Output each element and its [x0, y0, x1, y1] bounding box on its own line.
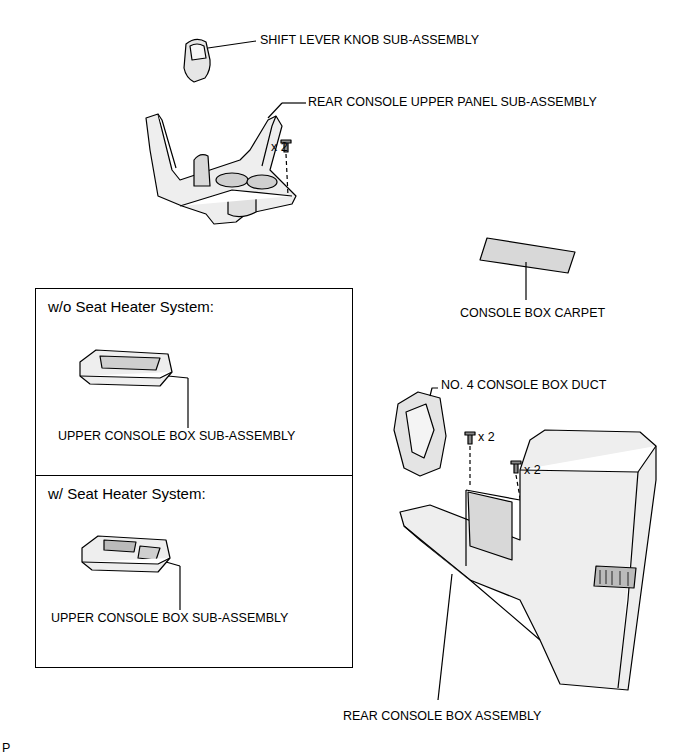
leader-line	[208, 41, 256, 48]
leader-line	[166, 562, 180, 566]
upper-panel	[146, 114, 296, 224]
console-box-carpet	[480, 238, 575, 273]
option-panel: w/o Seat Heater System: UPPER CONSOLE BOX…	[35, 288, 353, 476]
part-label: NO. 4 CONSOLE BOX DUCT	[441, 379, 606, 393]
leader-line	[430, 388, 438, 396]
leader-line	[187, 378, 188, 428]
option-heading: w/ Seat Heater System:	[48, 485, 206, 502]
part-name: UPPER CONSOLE BOX SUB-ASSEMBLY	[58, 429, 295, 443]
leader-line	[268, 103, 282, 118]
screw	[465, 432, 475, 444]
part-label: x 2	[524, 464, 541, 478]
part-label: P	[2, 742, 10, 756]
rear-console-box	[400, 430, 656, 690]
part-label: x 2	[478, 431, 495, 445]
part-name: UPPER CONSOLE BOX SUB-ASSEMBLY	[51, 611, 288, 625]
console-box-duct	[394, 392, 446, 476]
leader-line	[168, 376, 188, 378]
part-label: x 2	[271, 141, 288, 155]
install-line	[286, 154, 288, 196]
leader-line	[438, 574, 452, 700]
leader-line	[179, 566, 180, 610]
shift-knob	[184, 39, 210, 82]
part-label: REAR CONSOLE BOX ASSEMBLY	[343, 710, 541, 724]
option-heading: w/o Seat Heater System:	[48, 298, 214, 315]
option-panel: w/ Seat Heater System: UPPER CONSOLE BOX …	[35, 475, 353, 668]
leader-line	[525, 262, 526, 300]
part-label: REAR CONSOLE UPPER PANEL SUB-ASSEMBLY	[308, 96, 597, 110]
leader-line	[282, 102, 306, 103]
upper-console-box-heater	[82, 536, 170, 572]
upper-console-box	[80, 350, 172, 386]
part-label: SHIFT LEVER KNOB SUB-ASSEMBLY	[260, 34, 479, 48]
part-label: CONSOLE BOX CARPET	[460, 307, 605, 321]
